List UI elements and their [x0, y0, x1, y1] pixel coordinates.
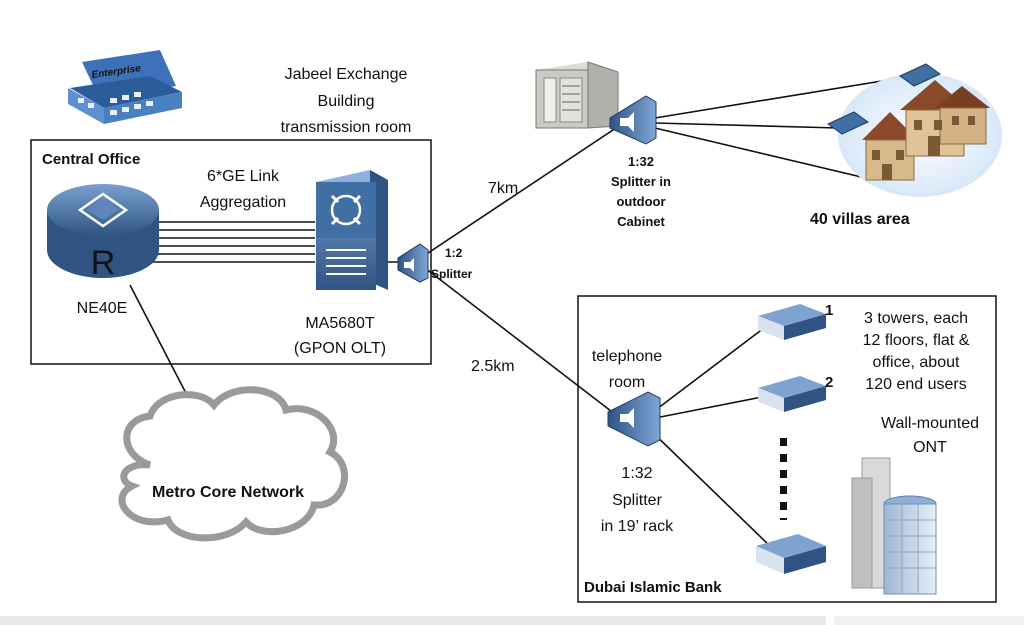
olt-label-1: MA5680T	[305, 315, 375, 332]
towers-label-3: office, about	[873, 354, 960, 371]
link-bank-ont-1	[644, 321, 773, 419]
main-splitter-label-1: 1:2	[445, 246, 463, 260]
ont-modem-icon	[758, 376, 826, 412]
bank-title: Dubai Islamic Bank	[584, 579, 722, 596]
skyscraper-icon	[851, 457, 937, 595]
olt-switch-icon	[316, 170, 388, 290]
ont-type-label-2: ONT	[913, 439, 947, 456]
building-label-1: Jabeel Exchange	[285, 66, 408, 83]
link-cabinet-villa-3	[654, 127, 896, 186]
ont-modem-icon	[756, 534, 826, 574]
cabinet-label-3: outdoor	[616, 194, 665, 209]
villas-label: 40 villas area	[810, 211, 910, 228]
cabinet-label-4: Cabinet	[617, 214, 665, 229]
building-label-3: transmission room	[281, 119, 412, 136]
cabinet-label-2: Splitter in	[611, 174, 671, 189]
rack-splitter-label-1: 1:32	[621, 465, 652, 482]
central-office-box	[30, 139, 432, 365]
ellipsis-dots	[780, 438, 787, 520]
rack-splitter-label-2: Splitter	[612, 492, 662, 509]
link-bank-ont-3	[644, 424, 773, 549]
splitter-icon	[397, 243, 429, 283]
distance-to-cabinet: 7km	[488, 180, 518, 197]
link-splitter-bank	[424, 267, 621, 419]
ont-modem-icon	[758, 304, 826, 340]
rack-splitter-label-3: in 19’ rack	[601, 518, 674, 535]
distance-to-bank: 2.5km	[471, 358, 515, 375]
rack-splitter-icon	[607, 391, 661, 447]
ont-number-1: 1	[825, 302, 833, 319]
cabinet-splitter-icon	[609, 95, 657, 145]
router-letter: R	[91, 244, 116, 282]
outdoor-cabinet-icon	[535, 61, 619, 129]
telephone-room-label-1: telephone	[592, 348, 662, 365]
bottom-strip-right	[834, 616, 1024, 625]
main-splitter-label-2: Splitter	[431, 267, 473, 281]
link-aggregation-lines	[140, 221, 405, 263]
bottom-strip	[0, 616, 826, 625]
ont-type-label-1: Wall-mounted	[881, 415, 979, 432]
link-bank-ont-2	[644, 394, 773, 421]
ont-number-2: 2	[825, 374, 833, 391]
enterprise-building-icon: Enterprise	[68, 50, 182, 124]
central-office-title: Central Office	[42, 151, 140, 168]
link-aggregation-label-2: Aggregation	[200, 194, 286, 211]
towers-label-2: 12 floors, flat &	[863, 332, 970, 349]
telephone-room-label-2: room	[609, 374, 645, 391]
link-aggregation-label-1: 6*GE Link	[207, 168, 280, 185]
link-cabinet-villa-2	[654, 122, 839, 129]
router-label: NE40E	[77, 300, 128, 317]
fiber-links	[129, 77, 901, 549]
bank-box	[577, 295, 997, 603]
link-cabinet-villa-1	[654, 77, 901, 119]
olt-label-2: (GPON OLT)	[294, 340, 386, 357]
cabinet-label-1: 1:32	[628, 154, 654, 169]
cloud-icon	[118, 386, 348, 542]
towers-label-4: 120 end users	[865, 376, 966, 393]
router-icon: R	[47, 184, 159, 282]
cloud-label: Metro Core Network	[152, 484, 304, 501]
villas-icon	[827, 63, 1002, 197]
link-splitter-cabinet	[424, 119, 629, 256]
towers-label-1: 3 towers, each	[864, 310, 968, 327]
building-label-2: Building	[318, 93, 375, 110]
